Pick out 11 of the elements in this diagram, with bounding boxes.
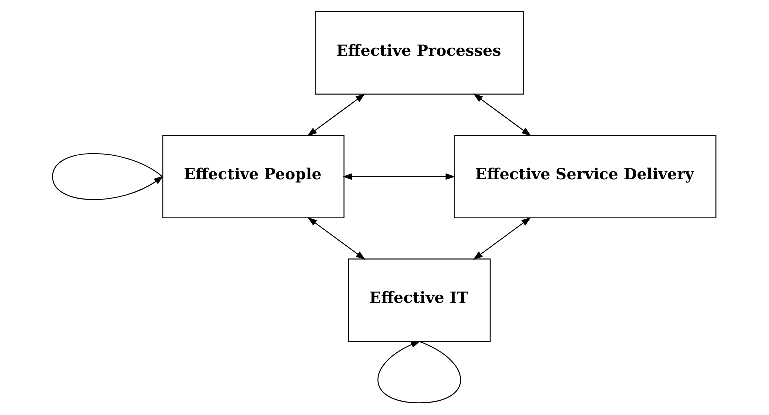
- arrow: [378, 341, 462, 404]
- node-box: Effective People: [162, 135, 345, 219]
- arrow: [308, 217, 366, 260]
- arrow: [307, 94, 366, 136]
- arrow: [474, 94, 532, 136]
- node-box: Effective Service Delivery: [454, 135, 717, 219]
- node-box: Effective Processes: [315, 11, 524, 95]
- node-box: Effective IT: [348, 258, 491, 342]
- arrow: [473, 217, 532, 260]
- arrow: [342, 173, 456, 180]
- arrow: [52, 153, 164, 200]
